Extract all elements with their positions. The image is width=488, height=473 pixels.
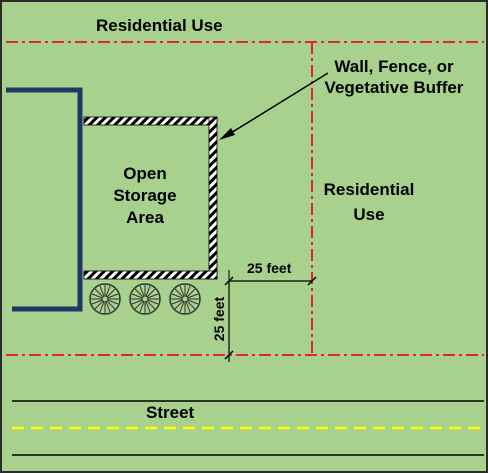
label-open-storage-line1: Open	[123, 164, 167, 183]
label-setback-vertical: 25 feet	[211, 296, 227, 342]
building-outline	[6, 87, 83, 312]
wall-right	[208, 116, 218, 280]
dimension-tick-vertical-bottom	[224, 350, 234, 360]
label-buffer-line2: Vegetative Buffer	[324, 78, 464, 98]
buffer-pointer-line	[225, 72, 329, 137]
label-residential-use-right: Residential Use	[316, 178, 422, 227]
tree-icon	[169, 283, 201, 315]
wall-top	[83, 116, 218, 126]
tree-icon	[89, 283, 121, 315]
buffer-pointer-arrowhead	[219, 128, 235, 140]
label-street: Street	[146, 403, 195, 422]
label-buffer-line1: Wall, Fence, or	[334, 57, 454, 76]
label-open-storage-area: Open Storage Area	[100, 163, 190, 229]
dimension-tick-horizontal-right	[307, 276, 317, 286]
label-residential-use-right-line1: Residential	[323, 180, 415, 199]
label-residential-use-right-line2: Use	[353, 204, 385, 224]
label-setback-horizontal: 25 feet	[247, 260, 292, 276]
label-buffer: Wall, Fence, or Vegetative Buffer	[318, 56, 470, 99]
label-open-storage-line2: Storage	[113, 186, 177, 206]
label-open-storage-line3: Area	[126, 208, 164, 228]
wall-bottom	[83, 270, 218, 280]
label-residential-use-top: Residential Use	[96, 16, 223, 35]
tree-icon	[129, 283, 161, 315]
